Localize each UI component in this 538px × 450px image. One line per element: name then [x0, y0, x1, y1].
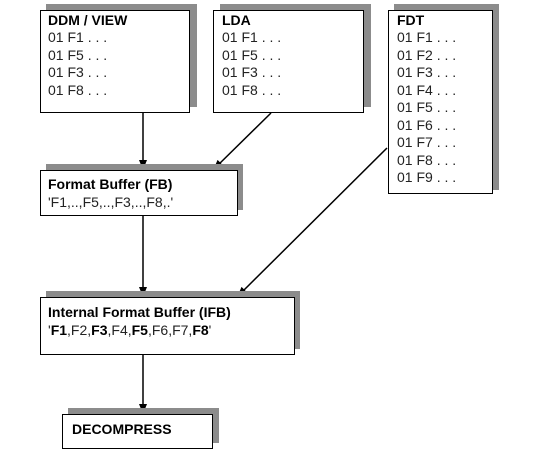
ddm-field-row: 01 F3 . . .: [48, 64, 108, 80]
fdt-field-row: 01 F2 . . .: [397, 46, 457, 63]
internal-format-buffer-box: Internal Format Buffer (IFB) 'F1,F2,F3,F…: [40, 297, 295, 355]
ifb-segment-bold: F5: [131, 322, 148, 338]
decompress-title: DECOMPRESS: [72, 421, 172, 437]
fdt-box: FDT 01 F1 . . . 01 F2 . . . 01 F3 . . . …: [388, 10, 493, 194]
ifb-segment: ,F4,: [107, 322, 132, 338]
arrow-fdt-to-ifb: [237, 147, 388, 297]
ifb-segment: ': [208, 322, 212, 338]
ifb-segment-bold: F3: [91, 322, 108, 338]
fdt-field-row: 01 F5 . . .: [397, 99, 457, 115]
decompress-box: DECOMPRESS: [62, 414, 213, 449]
fdt-field-row: 01 F8 . . .: [397, 151, 457, 168]
internal-format-buffer-title: Internal Format Buffer (IFB): [48, 304, 231, 320]
ddm-field-row: 01 F8 . . .: [48, 81, 108, 98]
lda-box: LDA 01 F1 . . . 01 F5 . . . 01 F3 . . . …: [213, 10, 364, 113]
ifb-segment: ,F6,F7,: [147, 322, 193, 338]
ifb-segment: ,F2,: [67, 322, 92, 338]
ifb-segment-bold: F8: [192, 322, 209, 338]
fdt-field-row: 01 F9 . . .: [397, 169, 457, 185]
lda-field-row: 01 F1 . . .: [222, 29, 282, 45]
lda-title: LDA: [222, 12, 251, 28]
ifb-segment: ': [48, 322, 51, 338]
ddm-field-row: 01 F5 . . .: [48, 46, 108, 63]
lda-field-row: 01 F3 . . .: [222, 64, 282, 80]
fdt-field-row: 01 F6 . . .: [397, 116, 457, 133]
format-buffer-box: Format Buffer (FB) 'F1,..,F5,..,F3,..,F8…: [40, 170, 238, 216]
lda-field-row: 01 F8 . . .: [222, 81, 282, 98]
format-buffer-title: Format Buffer (FB): [48, 176, 173, 192]
ddm-view-title: DDM / VIEW: [48, 12, 128, 28]
ddm-field-row: 01 F1 . . .: [48, 29, 108, 45]
fdt-field-row: 01 F7 . . .: [397, 134, 457, 150]
ifb-segment-bold: F1: [50, 322, 68, 338]
fdt-field-row: 01 F3 . . .: [397, 64, 457, 80]
fdt-field-row: 01 F1 . . .: [397, 29, 457, 45]
ddm-view-box: DDM / VIEW 01 F1 . . . 01 F5 . . . 01 F3…: [40, 10, 190, 113]
lda-field-row: 01 F5 . . .: [222, 46, 282, 63]
internal-format-buffer-content: 'F1,F2,F3,F4,F5,F6,F7,F8': [48, 321, 294, 339]
fdt-title: FDT: [397, 12, 425, 28]
fdt-field-row: 01 F4 . . .: [397, 81, 457, 98]
arrow-lda-to-fb: [213, 112, 272, 170]
format-buffer-content: 'F1,..,F5,..,F3,..,F8,.': [48, 194, 174, 210]
